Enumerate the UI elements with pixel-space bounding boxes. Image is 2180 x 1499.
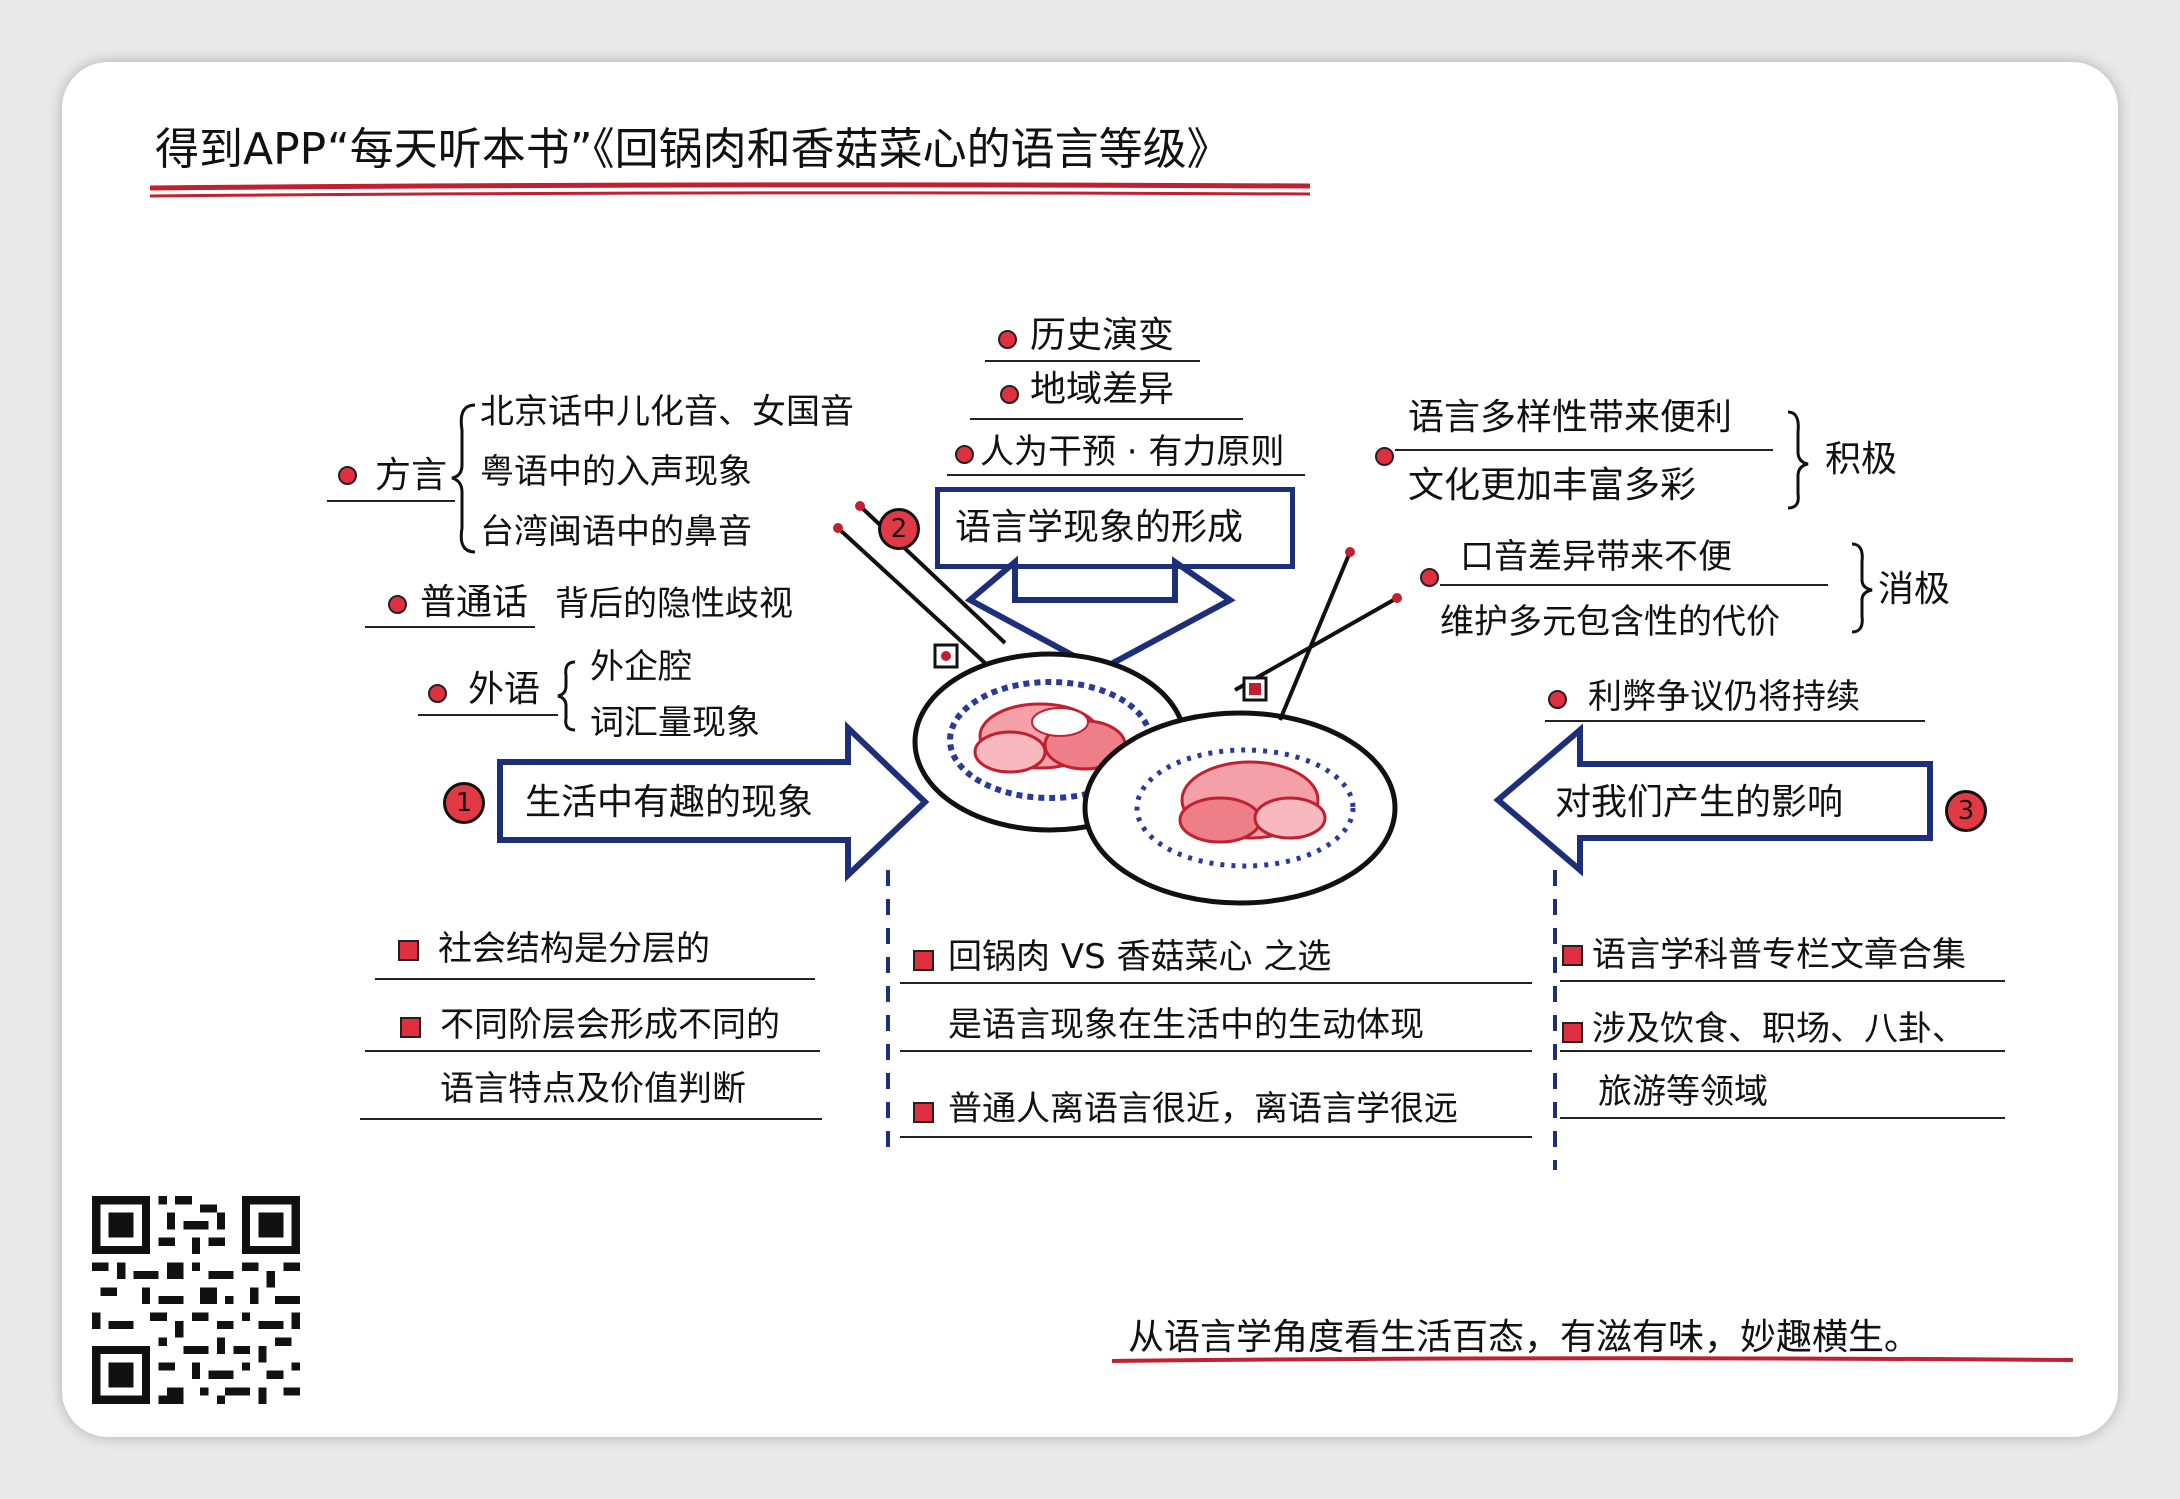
- bottom-left-item: 社会结构是分层的: [438, 929, 710, 969]
- bullet-dot-icon: [998, 330, 1017, 349]
- underline: [327, 500, 455, 502]
- underline: [947, 474, 1305, 476]
- dialect-item: 北京话中儿化音、女国音: [480, 392, 854, 432]
- formation-item: 地域差异: [1030, 369, 1175, 410]
- underline: [970, 418, 1243, 420]
- underline: [900, 982, 1532, 984]
- positive-item: 语言多样性带来便利: [1408, 397, 1733, 438]
- arrow-1: [497, 720, 930, 882]
- tagline: 从语言学角度看生活百态，有滋有味，妙趣横生。: [1128, 1317, 1921, 1358]
- dialect-item: 粤语中的入声现象: [480, 452, 752, 492]
- arrow-3: [1493, 723, 1933, 877]
- negative-tag: 消极: [1878, 569, 1951, 610]
- section-2-box: [935, 487, 1295, 569]
- underline: [360, 1118, 822, 1120]
- bullet-dot-icon: [1375, 447, 1394, 466]
- section-2-number: 2: [878, 508, 920, 550]
- section-1-label: 生活中有趣的现象: [525, 782, 814, 823]
- negative-item: 维护多元包含性的代价: [1440, 602, 1780, 642]
- underline: [375, 978, 815, 980]
- underline: [1395, 449, 1773, 451]
- mandarin-label: 普通话: [420, 582, 529, 623]
- formation-item: 人为干预 · 有力原则: [980, 432, 1285, 472]
- bullet-square-icon: [913, 950, 934, 971]
- bullet-square-icon: [1562, 945, 1583, 966]
- dialect-label: 方言: [375, 455, 448, 496]
- bullet-dot-icon: [338, 466, 357, 485]
- bottom-middle-item: 回锅肉 VS 香菇菜心 之选: [948, 937, 1332, 977]
- section-3-label: 对我们产生的影响: [1555, 782, 1844, 823]
- bullet-square-icon: [398, 940, 419, 961]
- positive-item: 文化更加丰富多彩: [1408, 465, 1697, 506]
- mushroom-greens-dish-icon: [1082, 710, 1398, 906]
- foreign-item: 词汇量现象: [590, 703, 760, 743]
- underline: [900, 1136, 1532, 1138]
- underline: [365, 626, 535, 628]
- mandarin-text: 背后的隐性歧视: [555, 584, 793, 624]
- bullet-dot-icon: [388, 595, 407, 614]
- bullet-square-icon: [1562, 1022, 1583, 1043]
- underline: [1440, 584, 1828, 586]
- bullet-dot-icon: [1000, 385, 1019, 404]
- continuing-text: 利弊争议仍将持续: [1588, 677, 1860, 717]
- formation-item: 历史演变: [1030, 315, 1175, 356]
- page-title: 得到APP“每天听本书”《回锅肉和香菇菜心的语言等级》: [155, 124, 1231, 175]
- section-1-number: 1: [443, 782, 485, 824]
- bullet-square-icon: [913, 1102, 934, 1123]
- bottom-middle-item: 普通人离语言很近，离语言学很远: [948, 1089, 1458, 1129]
- foreign-label: 外语: [468, 669, 541, 710]
- underline: [1545, 720, 1925, 722]
- bullet-square-icon: [400, 1017, 421, 1038]
- underline: [1560, 1117, 2005, 1119]
- bottom-middle-item: 是语言现象在生活中的生动体现: [948, 1005, 1424, 1045]
- underline: [900, 1050, 1532, 1052]
- arrow-2: [964, 555, 1236, 674]
- section-2-label: 语言学现象的形成: [955, 507, 1244, 548]
- bottom-right-item: 旅游等领域: [1598, 1072, 1768, 1112]
- dialect-item: 台湾闽语中的鼻音: [480, 512, 752, 552]
- bottom-right-item: 涉及饮食、职场、八卦、: [1592, 1009, 1966, 1049]
- bottom-left-item: 不同阶层会形成不同的: [440, 1005, 780, 1045]
- bullet-dot-icon: [428, 684, 447, 703]
- bullet-dot-icon: [955, 445, 974, 464]
- negative-item: 口音差异带来不便: [1460, 537, 1732, 577]
- bottom-right-item: 语言学科普专栏文章合集: [1592, 935, 1966, 975]
- underline: [985, 360, 1200, 362]
- underline: [1560, 1050, 2005, 1052]
- qr-code-icon: [92, 1196, 300, 1404]
- foreign-item: 外企腔: [590, 647, 692, 687]
- bullet-dot-icon: [1548, 690, 1567, 709]
- underline: [418, 714, 558, 716]
- underline: [1560, 980, 2005, 982]
- underline: [365, 1050, 820, 1052]
- section-3-number: 3: [1945, 790, 1987, 832]
- bottom-left-item: 语言特点及价值判断: [440, 1069, 746, 1109]
- bullet-dot-icon: [1420, 568, 1439, 587]
- positive-tag: 积极: [1825, 439, 1898, 480]
